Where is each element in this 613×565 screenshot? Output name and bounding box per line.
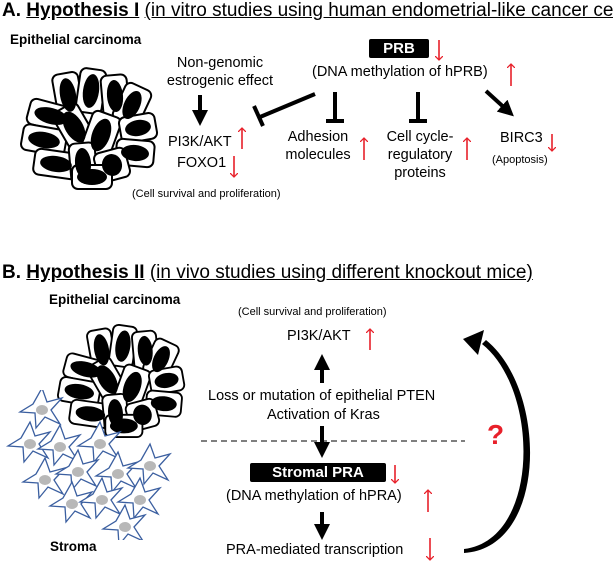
panel-a-cell-label: Epithelial carcinoma bbox=[10, 32, 142, 47]
birc3-label: BIRC3 bbox=[500, 130, 543, 146]
cell-cycle-line-1: Cell cycle- bbox=[386, 129, 454, 145]
adhesion-molecules: Adhesion molecules bbox=[278, 128, 358, 164]
panel-a-heading: A. Hypothesis I (in vitro studies using … bbox=[2, 0, 613, 22]
dna-methylation-hpra: (DNA methylation of hPRA) bbox=[226, 488, 402, 504]
inhibit-line-pi3k bbox=[259, 92, 316, 119]
nongenomic-label: Non-genomic estrogenic effect bbox=[160, 54, 280, 90]
pra-transcription: PRA-mediated transcription bbox=[226, 542, 404, 558]
kras-label: Activation of Kras bbox=[267, 407, 380, 423]
stroma-label: Stroma bbox=[50, 539, 97, 554]
pten-label: Loss or mutation of epithelial PTEN bbox=[208, 388, 436, 404]
question-mark: ? bbox=[487, 419, 505, 450]
cell-cycle-proteins: Cell cycle- regulatory proteins bbox=[380, 128, 460, 182]
pi3k-akt-b: PI3K/AKT bbox=[287, 328, 351, 344]
nucleus-group bbox=[64, 330, 179, 434]
panel-b-subtitle: (in vivo studies using different knockou… bbox=[149, 262, 533, 283]
inhibit-bar-pi3k bbox=[252, 105, 265, 127]
panel-a-letter: A. bbox=[2, 0, 21, 21]
epithelial-cluster-b bbox=[57, 323, 186, 439]
panel-b-cell-label: Epithelial carcinoma bbox=[49, 292, 181, 307]
adhesion-line-2: molecules bbox=[285, 147, 351, 163]
panel-b-letter: B. bbox=[2, 262, 21, 283]
arrow-to-birc3 bbox=[484, 89, 514, 117]
nucleus-group bbox=[28, 74, 151, 185]
stromal-pra-box: Stromal PRA bbox=[250, 463, 386, 482]
feedback-arrowhead bbox=[463, 330, 484, 355]
panel-b-title: Hypothesis II bbox=[26, 262, 145, 283]
nongenomic-line-2: estrogenic effect bbox=[166, 73, 274, 89]
foxo1-label: FOXO1 bbox=[177, 155, 227, 171]
apoptosis-note: (Apoptosis) bbox=[492, 154, 548, 166]
cell-cycle-line-3: proteins bbox=[394, 165, 446, 181]
dna-methylation-hprb: (DNA methylation of hPRB) bbox=[312, 64, 488, 80]
survival-note-a: (Cell survival and proliferation) bbox=[132, 188, 281, 200]
survival-note-b: (Cell survival and proliferation) bbox=[238, 306, 387, 318]
pi3k-akt-a: PI3K/AKT bbox=[168, 134, 232, 150]
panel-b-heading: B. Hypothesis II (in vivo studies using … bbox=[2, 262, 533, 284]
prb-box: PRB bbox=[369, 39, 429, 58]
nongenomic-line-1: Non-genomic bbox=[176, 55, 264, 71]
epithelial-cluster-a bbox=[20, 67, 159, 190]
cell-cycle-line-2: regulatory bbox=[387, 147, 453, 163]
panel-a-title: Hypothesis I bbox=[26, 0, 140, 21]
feedback-curved-arrow bbox=[464, 340, 531, 553]
adhesion-line-1: Adhesion bbox=[287, 129, 349, 145]
panel-a-subtitle: (in vitro studies using human endometria… bbox=[144, 0, 613, 21]
